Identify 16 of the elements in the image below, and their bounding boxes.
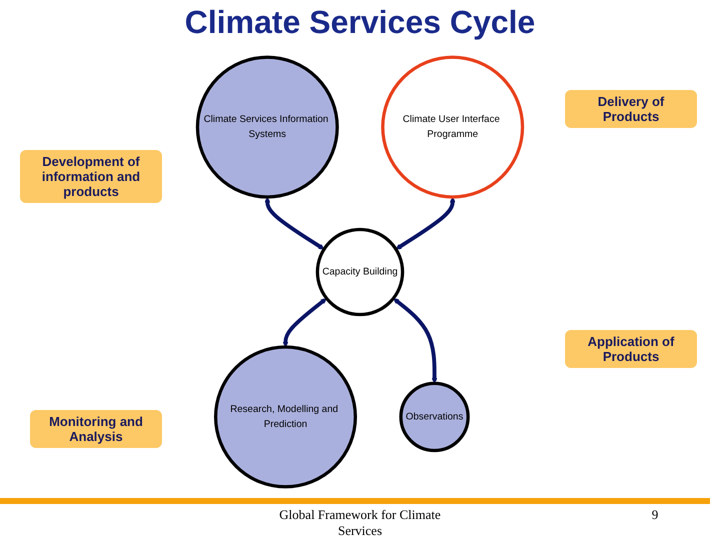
page-number: 9	[650, 507, 660, 523]
footer-text: Global Framework for Climate Services	[278, 507, 442, 539]
arrow-label: Monitoring and Analysis	[30, 410, 162, 448]
title: Climate Services Cycle	[184, 4, 536, 41]
node-circle: Climate Services Information Systems	[196, 56, 339, 199]
node-circle: Research, Modelling and Prediction	[214, 345, 358, 488]
node-circle: Climate User Interface Programme	[381, 56, 524, 199]
arrow	[396, 196, 456, 250]
arrow	[282, 298, 327, 348]
arrow-label: Application of Products	[565, 330, 697, 368]
arrow-label: Development of information and products	[20, 150, 162, 203]
node-circle: Capacity Building	[316, 228, 404, 316]
node-circle: Observations	[399, 382, 470, 452]
arrow	[393, 298, 438, 384]
arrow-label: Delivery of Products	[565, 90, 697, 128]
arrow	[264, 196, 324, 250]
